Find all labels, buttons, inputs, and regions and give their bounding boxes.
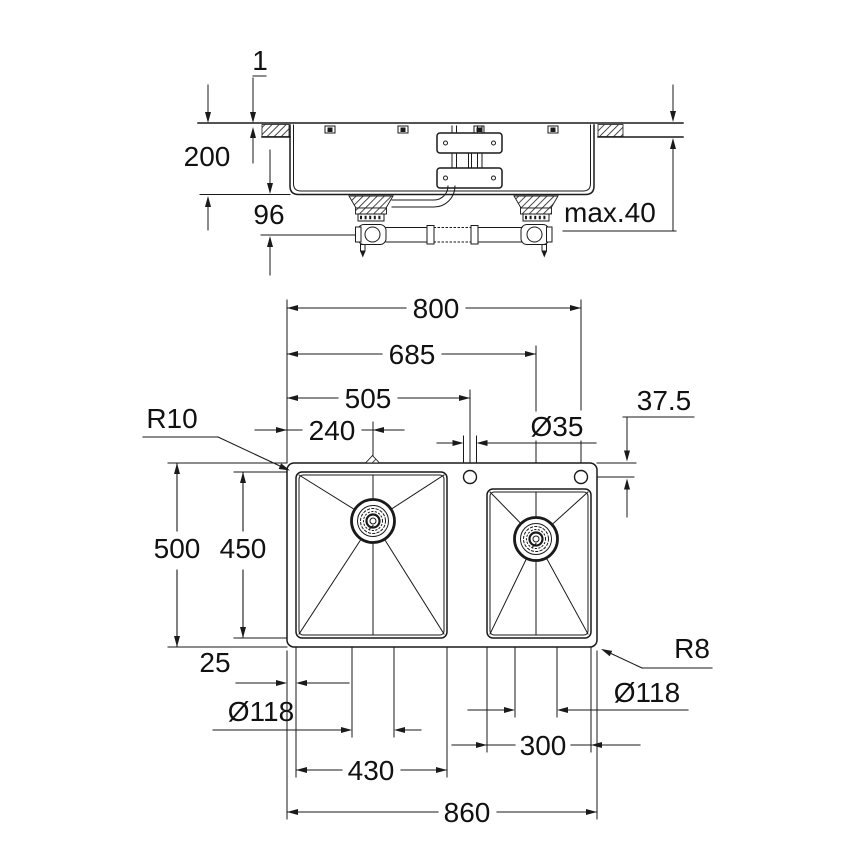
left-bowl-rim [295,471,448,639]
trap-stub-tip-right [541,251,547,258]
trap-cap-right [546,226,553,243]
dim-label-500: 500 [154,533,201,564]
bracket-screw [443,175,448,181]
fastening-clip-tabs [327,127,556,132]
plan-view [286,454,598,648]
dim-label-trap-96: 96 [253,199,284,230]
radius-label-r8: R8 [674,633,710,664]
drain-assembly [348,195,559,258]
right-bowl-inner [489,491,589,636]
left-bowl-inner [298,474,445,636]
bracket-rods [451,125,483,189]
drain-funnel-right [513,195,559,209]
dim-label-300: 300 [520,730,567,761]
sink-tub-outline [289,124,595,196]
trap-bend-left [364,226,381,243]
faucet-hole-right [573,469,589,485]
trap-stub-right [541,244,547,252]
dim-label-505: 505 [345,383,392,414]
bracket-screw [443,140,448,146]
right-drain-strainer [513,516,559,562]
connecting-pipe-telescopic [433,227,472,243]
dim-label-450: 450 [220,533,267,564]
dim-label-685: 685 [389,339,436,370]
countertop-section-right [597,124,624,137]
elevation-view [197,122,684,258]
dim-label-hole-dia-35: Ø35 [531,411,584,442]
dim-label-800: 800 [413,293,460,324]
trap-stub-left [360,244,366,252]
dim-label-860: 860 [444,797,491,828]
dim-label-240: 240 [309,415,356,446]
trap-cap-left [355,226,362,243]
faucet-hole-left [462,469,478,485]
centerline-datum-mark [364,454,381,464]
drain-flange-left [355,207,387,215]
dim-label-37-5: 37.5 [637,385,692,416]
bracket-screw [491,175,496,181]
connecting-pipe [385,227,523,243]
dimension-labels: 1 200 96 max.40 800 685 505 240 Ø35 37.5… [146,45,710,828]
left-drain-strainer [350,498,396,544]
dim-label-depth-200: 200 [184,141,231,172]
trap-stub-tip-left [360,251,366,258]
overflow-hose [391,185,456,208]
sink-tub-inner-wall [293,124,591,192]
bracket-plate-top [436,132,503,154]
pipe-joint [426,225,435,245]
pipe-joint [470,225,479,245]
countertop-lines [197,122,684,138]
dim-label-drain-dia-right: Ø118 [614,677,680,708]
dim-label-430: 430 [348,755,395,786]
dim-label-25: 25 [199,647,230,678]
mounting-bracket [436,125,503,189]
bowl-slope-creases [298,474,589,635]
trap-bend-right [526,226,543,243]
radius-label-r10: R10 [146,403,197,434]
bracket-screw [491,140,496,146]
drain-flange-right [520,207,552,215]
dim-label-counter-max40: max.40 [564,197,656,228]
right-bowl-rim [486,488,592,639]
dim-label-rim-reveal: 1 [252,45,268,76]
bracket-plate-bottom [436,167,503,189]
drain-funnel-left [348,195,394,209]
fastening-clips [324,125,559,134]
countertop-section-left [261,124,290,137]
dim-label-drain-dia-left: Ø118 [228,696,294,727]
